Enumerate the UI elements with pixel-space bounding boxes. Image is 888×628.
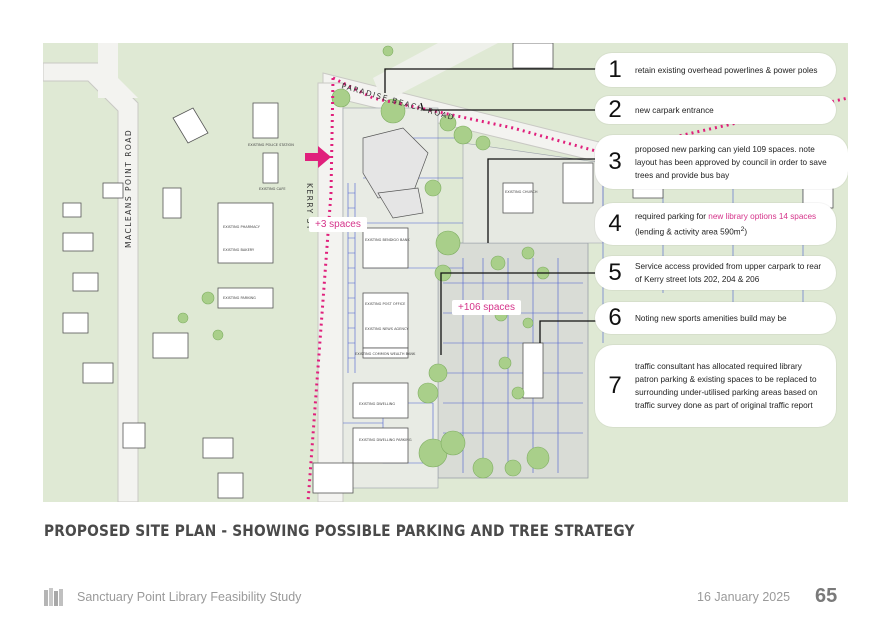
- footer-study-title: Sanctuary Point Library Feasibility Stud…: [77, 590, 302, 604]
- building-label-bendigo: EXISTING BENDIGO BANK: [365, 238, 410, 242]
- library-building: [362, 127, 429, 219]
- callout-7: 7 traffic consultant has allocated requi…: [595, 345, 836, 427]
- library-logo-icon: [44, 588, 63, 606]
- page-title: PROPOSED SITE PLAN - SHOWING POSSIBLE PA…: [44, 521, 635, 540]
- road-label-kerry: KERRY ST: [305, 183, 314, 231]
- building-label-commonwealth: EXISTING COMMON WEALTH BANK: [355, 352, 416, 356]
- callout-text: traffic consultant has allocated require…: [635, 362, 818, 410]
- site-boundary: [306, 76, 848, 502]
- building-label-dwelling-parking: EXISTING DWELLING PARKING: [359, 438, 412, 442]
- footer-date: 16 January 2025: [697, 590, 791, 604]
- callout-number: 7: [608, 372, 622, 399]
- spaces-label-kerry: +3 spaces: [309, 217, 367, 232]
- building-label-pharmacy: EXISTING PHARMACY: [223, 225, 261, 229]
- building-label-dwelling: EXISTING DWELLING: [359, 402, 395, 406]
- callout-number: 5: [608, 259, 622, 286]
- callout-number: 1: [608, 56, 622, 83]
- callout-3: 3 proposed new parking can yield 109 spa…: [595, 135, 848, 189]
- callout-text: proposed new parking can yield 109 space…: [635, 144, 827, 180]
- building-label-news-agency: EXISTING NEWS AGENCY: [365, 327, 409, 331]
- trees: [177, 45, 550, 479]
- callout-4: 4 required parking for new library optio…: [595, 203, 836, 245]
- callout-text: Noting new sports amenities build may be: [635, 313, 787, 323]
- callout-text-end: ): [744, 227, 748, 237]
- callout-number: 6: [608, 304, 622, 331]
- site-plan-drawing: PARADISE BEACH ROAD MACLEANS POINT ROAD …: [43, 43, 848, 502]
- building-label-church: EXISTING CHURCH: [505, 190, 538, 194]
- callout-6: 6 Noting new sports amenities build may …: [595, 302, 836, 334]
- callout-number: 3: [608, 148, 622, 175]
- site-plan-map: PARADISE BEACH ROAD MACLEANS POINT ROAD …: [43, 43, 848, 502]
- callout-number: 4: [608, 210, 622, 237]
- road-label-macleans-point: MACLEANS POINT ROAD: [124, 129, 133, 248]
- spaces-label-carpark: +106 spaces: [452, 300, 521, 315]
- callout-number: 2: [608, 96, 622, 123]
- callout-2: 2 new carpark entrance: [595, 96, 836, 124]
- leader-lines: [384, 68, 600, 355]
- callout-1: 1 retain existing overhead powerlines & …: [595, 53, 836, 87]
- entry-arrow-icon: [305, 146, 331, 168]
- page-number: 65: [815, 585, 838, 607]
- building-label-post-office: EXISTING POST OFFICE: [365, 302, 405, 306]
- callout-text: required parking for new library options…: [635, 210, 836, 239]
- building-label-bakery: EXISTING BAKERY: [223, 248, 255, 252]
- building-label-parking-west: EXISTING PARKING: [223, 296, 256, 300]
- callout-text: Service access provided from upper carpa…: [635, 262, 822, 284]
- callout-text-sup: 2: [740, 225, 745, 233]
- callout-text-post: (lending & activity area 590m: [635, 227, 741, 237]
- callout-text: retain existing overhead powerlines & po…: [635, 65, 818, 75]
- building-label-cafe: EXISTING CAFE: [259, 187, 286, 191]
- callout-5: 5 Service access provided from upper car…: [595, 256, 836, 290]
- callout-text-highlight: new library options 14 spaces: [708, 211, 817, 221]
- callout-text: new carpark entrance: [635, 105, 714, 115]
- callout-text-pre: required parking for: [635, 211, 709, 221]
- building-label-police: EXISTING POLICE STATION: [248, 143, 294, 147]
